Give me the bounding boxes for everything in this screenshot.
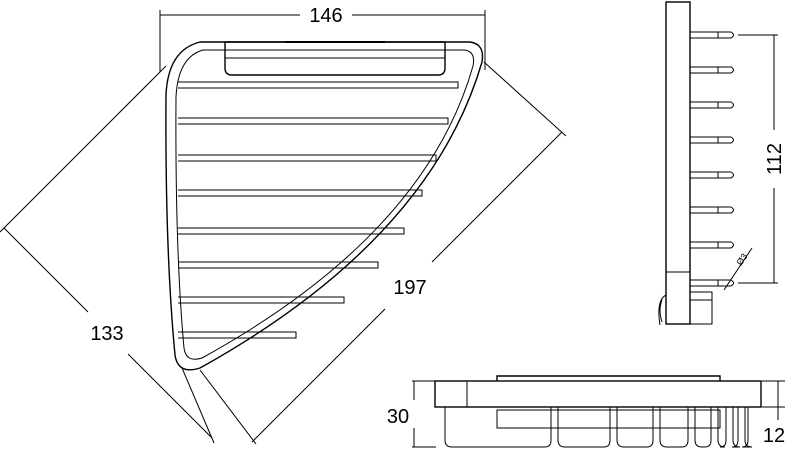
dimension-label-133: 133	[90, 323, 123, 345]
prong	[690, 171, 734, 179]
slat	[178, 261, 379, 269]
side-view: 112 Ø3	[658, 1, 786, 326]
basket-loop	[694, 407, 712, 448]
basket-loop	[731, 407, 741, 448]
prong	[690, 206, 734, 214]
soap-holder-edge	[496, 375, 721, 381]
wall-plate	[665, 1, 691, 325]
dimension-133: 133	[0, 65, 215, 444]
basket-loop	[444, 407, 552, 448]
basket-loop	[741, 407, 753, 448]
dimension-label-112: 112	[764, 143, 786, 175]
slat	[178, 296, 345, 304]
slat	[178, 81, 459, 89]
diameter-leader	[723, 247, 753, 291]
prong	[690, 66, 734, 74]
prong	[690, 31, 734, 39]
prong	[690, 136, 734, 144]
bottom-view: 30 12	[387, 375, 785, 448]
prong	[690, 101, 734, 109]
prongs	[690, 31, 734, 287]
slat	[178, 154, 437, 162]
basket-loop	[659, 407, 689, 448]
basket-loop	[616, 407, 654, 448]
dimension-label-146: 146	[309, 5, 342, 27]
dimension-label-197: 197	[393, 277, 426, 299]
prong	[690, 241, 734, 249]
basket-loop	[557, 407, 611, 448]
slat	[178, 227, 405, 235]
slats	[178, 81, 459, 339]
dimension-label-12: 12	[763, 425, 785, 447]
soap-holder	[224, 41, 446, 76]
dimension-label-diameter: Ø3	[734, 252, 749, 268]
slat	[178, 331, 297, 339]
basket-loop	[717, 407, 727, 448]
dimension-146: 146	[159, 5, 486, 72]
dimension-197: 197	[199, 61, 567, 445]
dimension-label-30: 30	[387, 406, 409, 428]
top-plate	[434, 380, 762, 408]
basket-loops	[444, 407, 753, 448]
front-view	[165, 41, 484, 371]
slat	[178, 117, 449, 125]
basket-outline	[165, 41, 484, 371]
slat	[178, 189, 423, 197]
basket-inner-outline	[175, 49, 475, 360]
